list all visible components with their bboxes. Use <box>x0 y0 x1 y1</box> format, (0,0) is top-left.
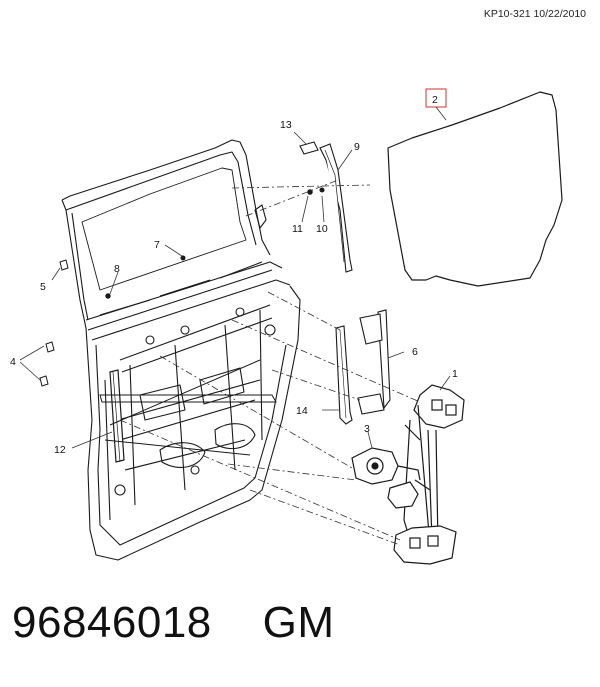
assembly-guide-lines <box>119 179 421 546</box>
door-rails <box>99 359 277 456</box>
part-number-caption: 96846018 GM <box>12 598 335 648</box>
callout-13: 13 <box>280 119 292 131</box>
callout-11: 11 <box>292 223 303 235</box>
rear-run-channel <box>299 141 353 273</box>
document-code: KP10-321 10/22/2010 <box>483 8 586 20</box>
door-frame <box>61 139 301 561</box>
callout-3: 3 <box>364 423 370 435</box>
callout-8: 8 <box>114 263 120 275</box>
callout-4: 4 <box>10 356 16 368</box>
fasteners <box>39 255 186 387</box>
callout-10: 10 <box>316 223 328 235</box>
callout-9: 9 <box>354 141 360 153</box>
regulator-motor <box>351 447 421 509</box>
callout-6: 6 <box>412 346 418 358</box>
callout-7: 7 <box>154 239 160 251</box>
callout-labels: 1 2 3 4 5 6 7 8 9 10 11 12 13 14 <box>10 94 458 456</box>
brand-name: GM <box>262 598 335 647</box>
callout-14: 14 <box>296 405 308 417</box>
callout-5: 5 <box>40 281 46 293</box>
callout-12: 12 <box>54 444 66 456</box>
callout-2: 2 <box>432 94 438 106</box>
window-regulator <box>393 384 465 565</box>
front-run-channel-seals <box>335 309 391 425</box>
leader-lines <box>19 106 451 449</box>
rear-door-glass <box>387 91 563 287</box>
callout-1: 1 <box>452 368 458 380</box>
part-number: 96846018 <box>12 598 212 647</box>
lower-run-channel <box>109 369 125 463</box>
